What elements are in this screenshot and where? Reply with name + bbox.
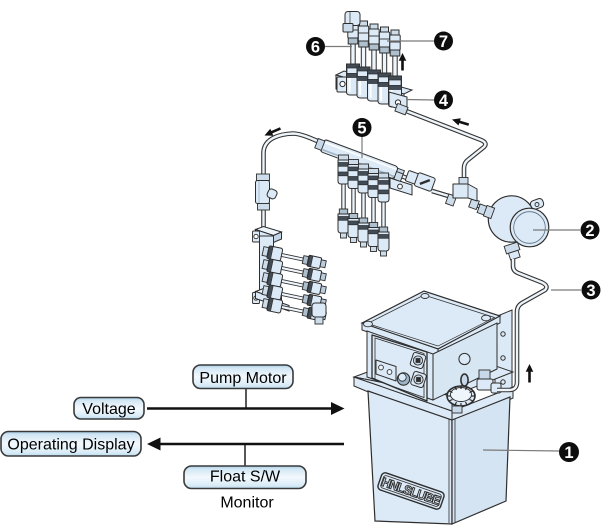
svg-text:Pump Motor: Pump Motor (199, 370, 287, 387)
svg-text:Monitor: Monitor (220, 495, 274, 512)
svg-text:2: 2 (585, 222, 594, 240)
svg-text:1: 1 (564, 444, 573, 462)
svg-text:Float S/W: Float S/W (210, 469, 281, 486)
svg-text:Voltage: Voltage (82, 401, 135, 418)
svg-text:Operating Display: Operating Display (7, 437, 134, 454)
svg-text:7: 7 (439, 33, 448, 51)
svg-text:6: 6 (311, 38, 320, 56)
svg-text:3: 3 (586, 282, 595, 300)
svg-text:4: 4 (439, 92, 449, 110)
svg-text:5: 5 (357, 119, 366, 137)
